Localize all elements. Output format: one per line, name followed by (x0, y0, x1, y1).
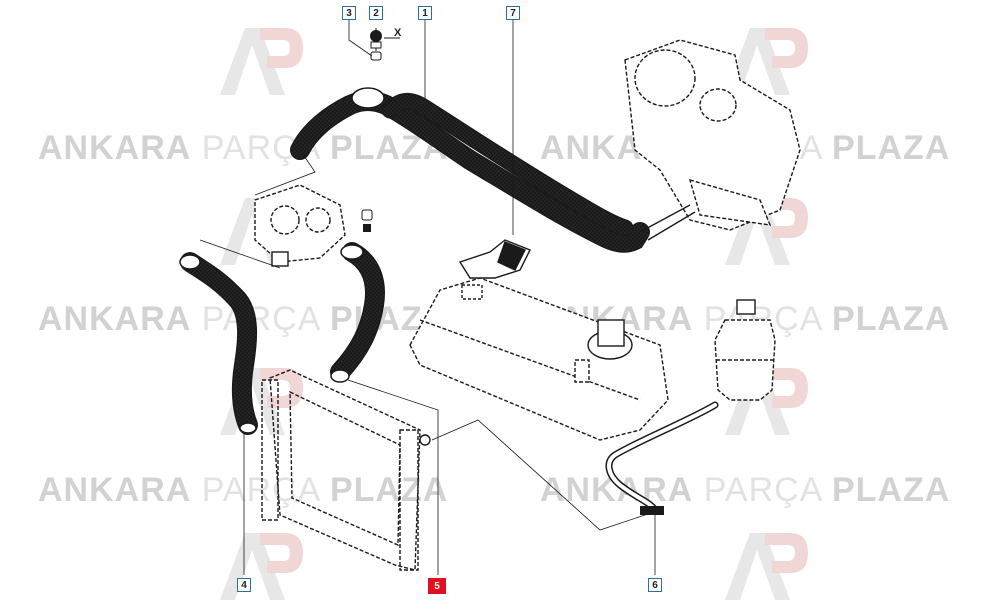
watermark-text: ANKARA PARÇA PLAZA (38, 471, 449, 509)
watermark-logo (725, 368, 808, 435)
heater-unit[interactable] (624, 39, 801, 241)
callout-5[interactable]: 5 (428, 578, 446, 594)
radiator[interactable] (261, 369, 431, 571)
engine-cover[interactable] (409, 277, 669, 441)
callout-4[interactable]: 4 (237, 578, 251, 592)
axis-marker-x: X (394, 27, 402, 39)
callout-7[interactable]: 7 (506, 6, 520, 20)
outlet-screw[interactable] (361, 209, 373, 232)
connector-line (431, 419, 649, 531)
watermark-logo (220, 533, 303, 600)
callout-2[interactable]: 2 (369, 6, 383, 20)
watermark-logo (220, 28, 303, 95)
water-outlet[interactable] (254, 149, 346, 267)
bracket-7[interactable] (458, 20, 531, 300)
watermark-text: ANKARA PARÇA PLAZA (540, 471, 951, 509)
callout-1[interactable]: 1 (418, 6, 432, 20)
hose-1[interactable] (290, 87, 650, 253)
hose-5[interactable] (330, 242, 439, 575)
watermark-logo (725, 28, 808, 95)
expansion-tank[interactable] (714, 299, 776, 401)
watermark-text: ANKARA PARÇA PLAZA (38, 300, 449, 338)
hose-4[interactable] (179, 239, 281, 575)
hose-6[interactable] (605, 401, 719, 575)
callout-6[interactable]: 6 (648, 578, 662, 592)
bleed-screw[interactable] (348, 20, 400, 61)
callout-3[interactable]: 3 (342, 6, 356, 20)
watermark-logo (725, 533, 808, 600)
